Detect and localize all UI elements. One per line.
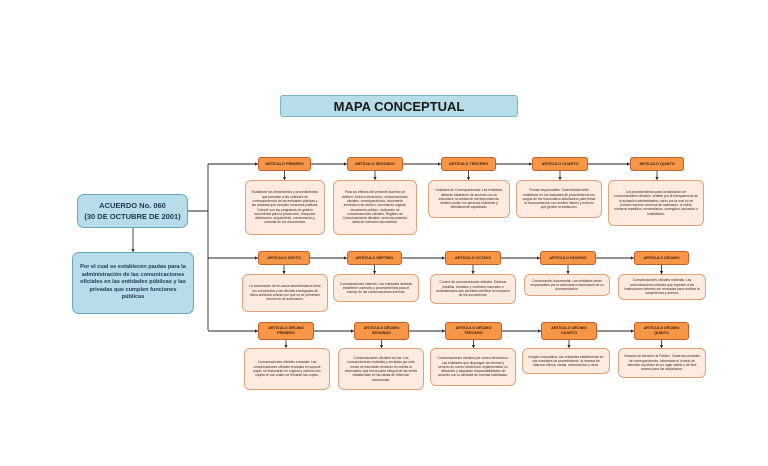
- article-3-header: ARTÍCULO TERCERO: [441, 157, 496, 171]
- article-2-header: ARTÍCULO SEGUNDO: [347, 157, 403, 171]
- article-3-description: Unidades de Correspondencia: Las entidad…: [428, 180, 510, 218]
- acuerdo-date: (30 DE OCTUBRE DE 2001): [84, 212, 181, 221]
- arrow-head: [131, 249, 135, 252]
- article-10-description: Comunicaciones oficiales recibidas: Las …: [618, 274, 706, 300]
- article-12-description: Comunicaciones oficiales vía fax: Las co…: [338, 348, 424, 390]
- article-8-description: Control de comunicaciones oficiales: Ela…: [430, 274, 516, 304]
- arrow-head: [471, 345, 476, 348]
- arrow-head: [558, 177, 562, 180]
- arrow-head: [659, 271, 664, 274]
- page-title: MAPA CONCEPTUAL: [280, 95, 518, 117]
- arrow-head: [538, 329, 541, 333]
- article-14-description: Imagen corporativa: Las entidades establ…: [522, 348, 610, 374]
- arrow-head: [631, 256, 634, 260]
- acuerdo-number: ACUERDO No. 060: [99, 201, 166, 210]
- article-9-description: Conservación documental: Las entidades s…: [524, 274, 610, 296]
- article-15-header: ARTÍCULO DÉCIMO QUINTO: [634, 322, 689, 340]
- arrow-head: [566, 271, 570, 274]
- arrow-head: [471, 271, 475, 274]
- article-6-description: La numeración de los actos administrativ…: [242, 274, 328, 312]
- article-11-description: Comunicaciones oficiales enviadas: Las c…: [244, 348, 330, 390]
- arrow-head: [255, 256, 258, 260]
- acuerdo-box: ACUERDO No. 060 (30 DE OCTUBRE DE 2001): [77, 194, 188, 228]
- arrow-head: [255, 329, 258, 333]
- article-5-header: ARTÍCULO QUINTO: [630, 157, 684, 171]
- article-7-description: Comunicaciones internas: Las entidades d…: [333, 274, 419, 302]
- arrow-head: [655, 177, 659, 180]
- article-8-header: ARTÍCULO OCTAVO: [445, 251, 501, 265]
- arrow-head: [282, 177, 287, 180]
- article-13-header: ARTÍCULO DÉCIMO TERCERO: [445, 322, 502, 340]
- arrow-head: [255, 162, 258, 166]
- arrow-head: [537, 256, 540, 260]
- arrow-head: [344, 256, 347, 260]
- arrow-head: [351, 329, 354, 333]
- article-13-description: Comunicaciones oficiales por correo elec…: [430, 348, 516, 386]
- arrow-head: [282, 271, 286, 274]
- article-1-description: Establecer los lineamientos y procedimie…: [245, 180, 325, 235]
- article-12-header: ARTÍCULO DÉCIMO SEGUNDO: [354, 322, 409, 340]
- arrow-head: [627, 162, 630, 166]
- arrow-head: [442, 329, 445, 333]
- article-14-header: ARTÍCULO DÉCIMO CUARTO: [541, 322, 597, 340]
- arrow-head: [372, 271, 377, 274]
- arrow-head: [442, 256, 445, 260]
- article-4-header: ARTÍCULO CUARTO: [532, 157, 588, 171]
- article-4-description: Firmas responsables: Toda entidad debe e…: [516, 180, 602, 218]
- article-5-description: Los procedimientos para la radicación de…: [608, 180, 704, 226]
- arrow-head: [529, 162, 532, 166]
- article-6-header: ARTÍCULO SEXTO: [258, 251, 310, 265]
- article-15-description: Horarios de Atención al Público: Todas l…: [618, 348, 706, 378]
- article-9-header: ARTÍCULO NOVENO: [540, 251, 596, 265]
- arrow-head: [466, 177, 471, 180]
- article-11-header: ARTÍCULO DÉCIMO PRIMERO: [258, 322, 314, 340]
- acuerdo-summary-box: Por el cual se establecen pautas para la…: [72, 252, 194, 314]
- article-1-header: ARTÍCULO PRIMERO: [258, 157, 311, 171]
- arrow-head: [567, 345, 571, 348]
- arrow-head: [631, 329, 634, 333]
- arrow-head: [659, 345, 664, 348]
- arrow-head: [379, 345, 384, 348]
- arrow-head: [373, 177, 377, 180]
- arrow-head: [284, 345, 288, 348]
- article-2-description: Para los efectos del presente Acuerdo se…: [333, 180, 417, 235]
- arrow-head: [344, 162, 347, 166]
- article-7-header: ARTÍCULO SÉPTIMO: [347, 251, 402, 265]
- arrow-head: [438, 162, 441, 166]
- article-10-header: ARTÍCULO DÉCIMO: [634, 251, 689, 265]
